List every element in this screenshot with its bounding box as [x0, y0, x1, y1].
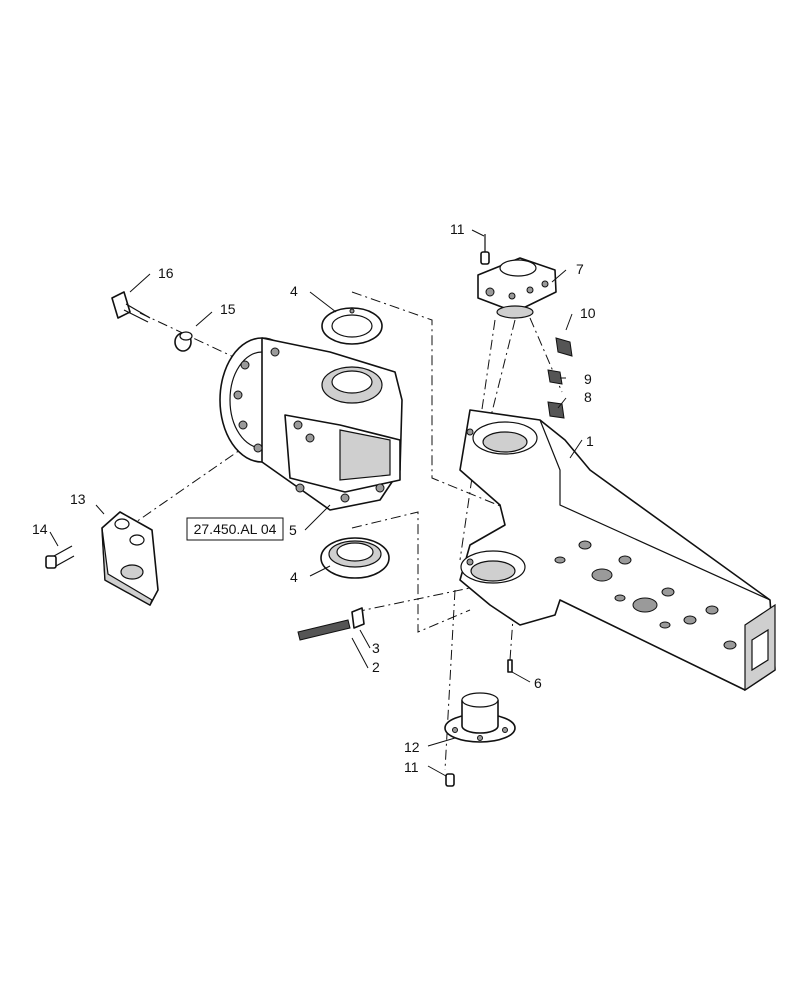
callout-4-lower: 4 — [290, 569, 298, 585]
cross-reference-label: 27.450.AL 04 — [194, 521, 277, 537]
seal-ring-upper — [321, 307, 383, 345]
upper-pivot-cap — [477, 257, 557, 319]
callout-8: 8 — [584, 389, 592, 405]
fitting-8 — [547, 401, 565, 419]
callout-2: 2 — [372, 659, 380, 675]
bolt-2 — [297, 619, 351, 641]
seal-ring-lower — [320, 537, 390, 579]
bolt-11-lower — [445, 773, 455, 787]
callout-10: 10 — [580, 305, 596, 321]
wheel-hub — [219, 337, 403, 511]
bolt-16 — [111, 291, 151, 323]
callout-15: 15 — [220, 301, 236, 317]
axle-beam — [459, 409, 776, 692]
fitting-9 — [547, 369, 563, 385]
callout-13: 13 — [70, 491, 86, 507]
spacer-15 — [174, 331, 193, 352]
washer-3 — [351, 607, 365, 629]
fitting-10 — [555, 337, 573, 357]
leader-lines — [49, 229, 583, 777]
callout-16: 16 — [158, 265, 174, 281]
callout-12: 12 — [404, 739, 420, 755]
callout-11-lower: 11 — [404, 759, 419, 775]
pin-6 — [507, 659, 513, 673]
bolt-11-upper — [480, 234, 490, 265]
callout-11-upper: 11 — [450, 221, 465, 237]
callout-1: 1 — [586, 433, 594, 449]
callout-4-upper: 4 — [290, 283, 298, 299]
callout-7: 7 — [576, 261, 584, 277]
callout-labels: 1 2 3 4 4 5 6 7 8 9 10 11 11 12 13 14 15… — [32, 221, 596, 775]
callout-5: 5 — [289, 522, 297, 538]
cross-reference-box[interactable]: 27.450.AL 04 — [186, 517, 284, 541]
mounting-bracket — [101, 511, 159, 606]
callout-3: 3 — [372, 640, 380, 656]
callout-14: 14 — [32, 521, 48, 537]
callout-9: 9 — [584, 371, 592, 387]
bolt-14 — [45, 545, 75, 569]
lower-pivot-bushing — [444, 692, 516, 743]
callout-6: 6 — [534, 675, 542, 691]
